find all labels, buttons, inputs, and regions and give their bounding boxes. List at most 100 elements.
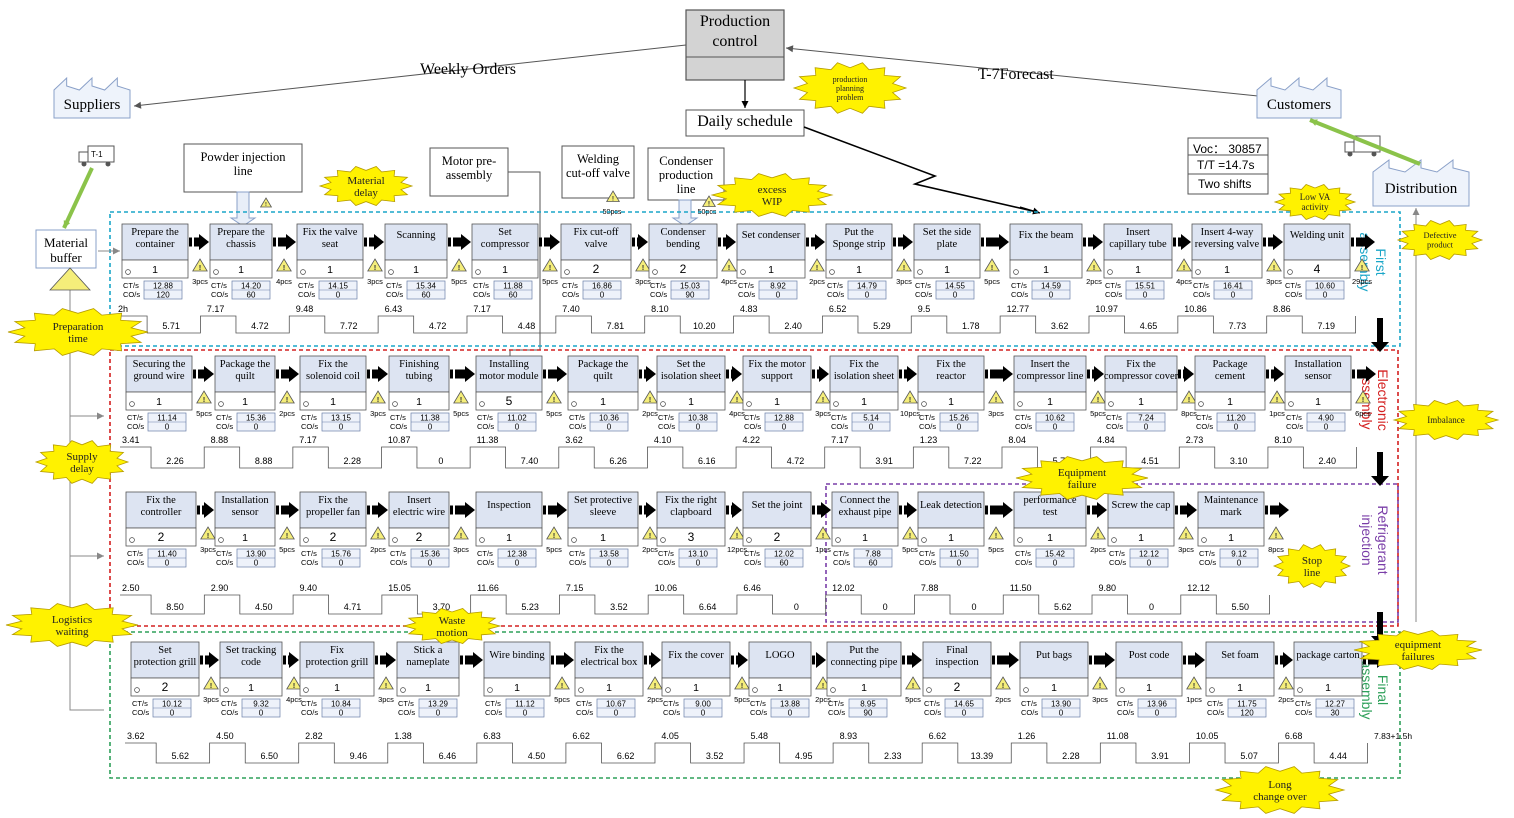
timeline-process-value: 6.50 (261, 751, 279, 761)
timeline-process-value: 4.95 (795, 751, 813, 761)
ct-label: CT/s (1199, 549, 1215, 558)
timeline-wait-value: 7.17 (207, 304, 225, 314)
process-box (922, 641, 992, 679)
inventory-count: 3pcs (635, 277, 651, 286)
inventory-count: 12pcs (727, 545, 747, 554)
process-operator-count: 1 (1325, 682, 1331, 694)
changeover-value: 0 (600, 291, 605, 300)
timeline-process-value: 4.48 (518, 321, 536, 331)
inventory-count: 2pcs (995, 695, 1011, 704)
inventory-triangle-icon: ! (1268, 526, 1284, 540)
process-box (742, 491, 812, 529)
process-operator-count: 1 (777, 682, 783, 694)
svg-text:!: ! (822, 395, 825, 404)
push-arrow (981, 234, 1009, 250)
inventory-count: 2pcs (1090, 545, 1106, 554)
process-operator-box (826, 677, 902, 697)
ct-label: CT/s (390, 549, 406, 558)
process-operator-box (299, 391, 367, 411)
co-label: CO/s (301, 558, 318, 567)
inventory-triangle-icon: ! (1266, 258, 1282, 272)
inventory-count: 5pcs (279, 545, 295, 554)
ct-label: CT/s (919, 413, 935, 422)
process-operator-box (1009, 259, 1083, 279)
inventory-triangle-icon: ! (1186, 676, 1202, 690)
ct-label: CT/s (1011, 281, 1027, 290)
timeline-process-value: 1.78 (962, 321, 980, 331)
kaizen-burst-label: equipment (1395, 639, 1441, 651)
inventory-count: 2pcs (647, 695, 663, 704)
inventory-triangle-icon: ! (896, 258, 912, 272)
process-name: quilt (235, 371, 254, 382)
timeline-wait-value: 11.66 (477, 583, 499, 593)
timeline-process-value: 5.07 (1240, 751, 1258, 761)
process-operator-count: 1 (416, 396, 422, 408)
process-operator-box (1191, 259, 1263, 279)
co-label: CO/s (386, 290, 403, 299)
process-box (748, 641, 812, 679)
co-label: CO/s (569, 422, 586, 431)
cycle-time-value: 11.12 (515, 700, 535, 709)
process-name: LOGO (765, 650, 795, 661)
process-name: chassis (226, 239, 256, 250)
process-name: container (135, 239, 175, 250)
timeline-process-value: 6.64 (699, 602, 717, 612)
side-process-box (429, 147, 509, 197)
timeline-wait-value: 10.86 (1184, 304, 1207, 314)
cycle-time-value: 12.88 (153, 282, 174, 291)
operator-icon (746, 537, 752, 543)
timeline-wait-value: 10.05 (1196, 731, 1219, 741)
timeline-wait-value: 2.50 (122, 583, 140, 593)
svg-text:!: ! (736, 395, 739, 404)
distribution-label: Distribution (1384, 181, 1458, 197)
inventory-triangle-icon: ! (642, 390, 658, 404)
inventory-count: 3pcs (200, 545, 216, 554)
process-operator-count: 5 (506, 394, 513, 408)
inventory-triangle-icon: ! (1090, 390, 1106, 404)
row-transfer-marker (1377, 612, 1383, 638)
co-label: CO/s (298, 290, 315, 299)
process-box (917, 355, 985, 393)
timeline-wait-value: 11.08 (1107, 731, 1129, 741)
push-arrow (644, 652, 661, 668)
changeover-value: 90 (864, 709, 873, 718)
cycle-time-value: 9.12 (1231, 550, 1247, 559)
cycle-time-value: 14.59 (1041, 282, 1062, 291)
ct-label: CT/s (301, 549, 317, 558)
inventory-triangle-icon: ! (451, 258, 467, 272)
changeover-value: 0 (607, 423, 612, 432)
cycle-time-value: 11.20 (1226, 414, 1246, 423)
svg-text:!: ! (816, 263, 819, 272)
timeline-process-value: 8.88 (255, 456, 273, 466)
process-box (214, 491, 276, 529)
process-name: Fix (330, 645, 345, 656)
cycle-time-value: 14.65 (954, 700, 975, 709)
suppliers-label: Suppliers (63, 97, 121, 113)
timeline-wait-value: 10.06 (655, 583, 678, 593)
inventory-count: 5pcs (453, 409, 469, 418)
process-name: seat (322, 239, 338, 250)
cycle-time-value: 13.15 (331, 414, 352, 423)
ct-label: CT/s (1286, 413, 1302, 422)
inventory-count: 2pcs (1278, 695, 1294, 704)
timeline-process-value: 3.10 (1230, 456, 1248, 466)
process-box (574, 641, 644, 679)
inventory-triangle-icon: ! (546, 390, 562, 404)
inventory-count: 8pcs (1181, 409, 1197, 418)
side-inventory-icon: ! (701, 195, 717, 207)
svg-text:!: ! (374, 263, 377, 272)
process-operator-count: 2 (416, 530, 423, 544)
svg-text:!: ! (1273, 263, 1276, 272)
process-box (831, 491, 899, 529)
timeline-process-value: 5.29 (873, 321, 891, 331)
process-name: ground wire (133, 371, 184, 382)
svg-text:!: ! (553, 395, 556, 404)
process-operator-count: 1 (330, 396, 336, 408)
process-name: package carton (1296, 650, 1360, 661)
kaizen-burst-label: activity (1302, 202, 1329, 212)
cycle-time-value: 13.90 (1051, 700, 1072, 709)
timeline-process-value: 7.73 (1229, 321, 1247, 331)
timeline-ladder (116, 315, 1356, 334)
process-operator-count: 4 (1314, 262, 1321, 276)
timeline-wait-value: 6.43 (385, 304, 403, 314)
